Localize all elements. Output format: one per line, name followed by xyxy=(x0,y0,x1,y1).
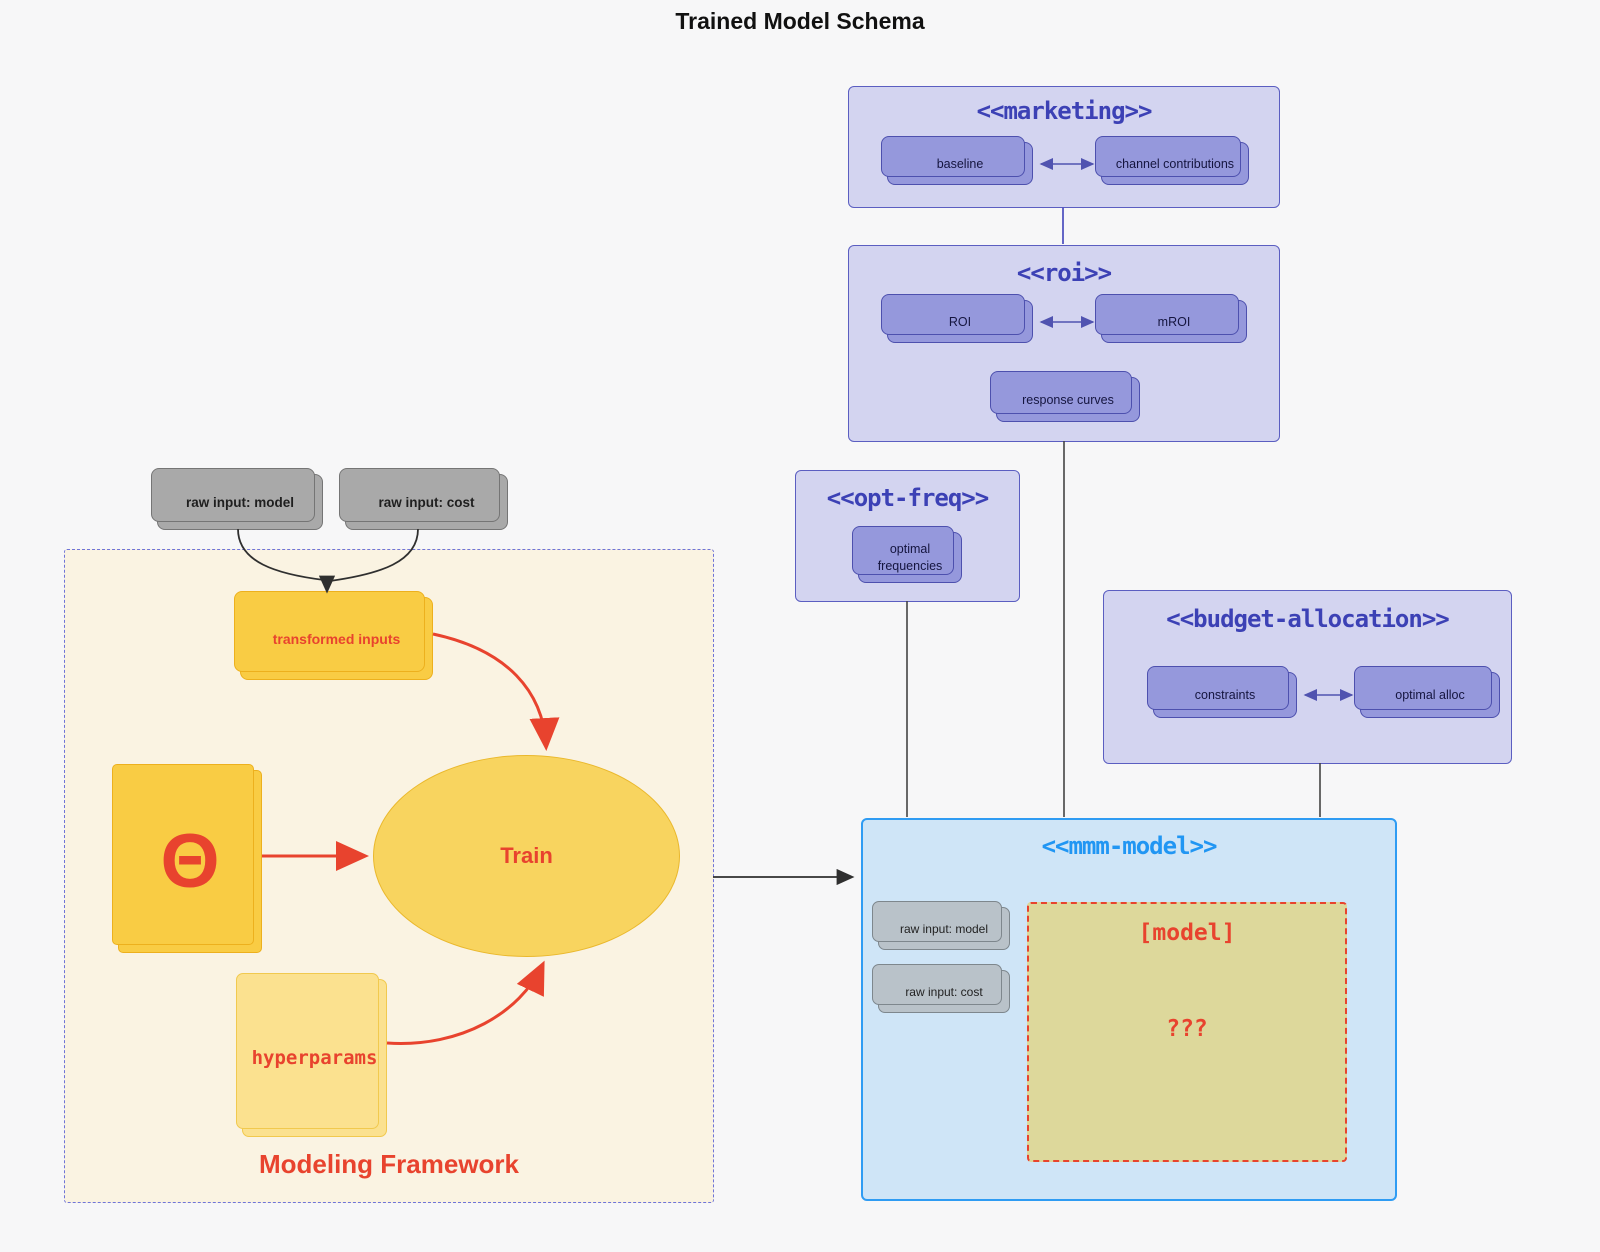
node-train: Train xyxy=(373,755,680,957)
node-baseline: baseline xyxy=(881,136,1033,185)
node-theta: Θ xyxy=(112,764,262,953)
node-model-placeholder: [model] ??? xyxy=(1027,902,1347,1162)
node-roi: ROI xyxy=(881,294,1033,343)
modeling-framework-label: Modeling Framework xyxy=(258,1149,520,1179)
node-mmm-raw-input-cost: raw input: cost xyxy=(872,964,1010,1013)
train-label: Train xyxy=(500,843,553,868)
node-raw-input-cost: raw input: cost xyxy=(339,468,508,530)
node-optimal-frequencies: optimal frequencies xyxy=(852,526,962,583)
marketing-title: <<marketing>> xyxy=(976,97,1153,125)
opt-freq-title: <<opt-freq>> xyxy=(826,484,989,512)
node-mroi: mROI xyxy=(1095,294,1247,343)
node-hyperparams: hyperparams xyxy=(236,973,387,1137)
node-optimal-alloc: optimal alloc xyxy=(1354,666,1500,718)
node-response-curves: response curves xyxy=(990,371,1140,422)
node-raw-input-model: raw input: model xyxy=(151,468,323,530)
node-transformed-inputs: transformed inputs xyxy=(234,591,433,680)
node-constraints: constraints xyxy=(1147,666,1297,718)
node-mmm-raw-input-model: raw input: model xyxy=(872,901,1010,950)
model-unknown-label: ??? xyxy=(1166,1016,1208,1042)
mmm-model-title: <<mmm-model>> xyxy=(1041,832,1218,860)
diagram-title: Trained Model Schema xyxy=(675,8,925,34)
roi-title: <<roi>> xyxy=(1016,259,1112,287)
model-placeholder-label: [model] xyxy=(1138,920,1236,946)
node-channel-contributions: channel contributions xyxy=(1095,136,1249,185)
budget-allocation-title: <<budget-allocation>> xyxy=(1166,605,1449,633)
